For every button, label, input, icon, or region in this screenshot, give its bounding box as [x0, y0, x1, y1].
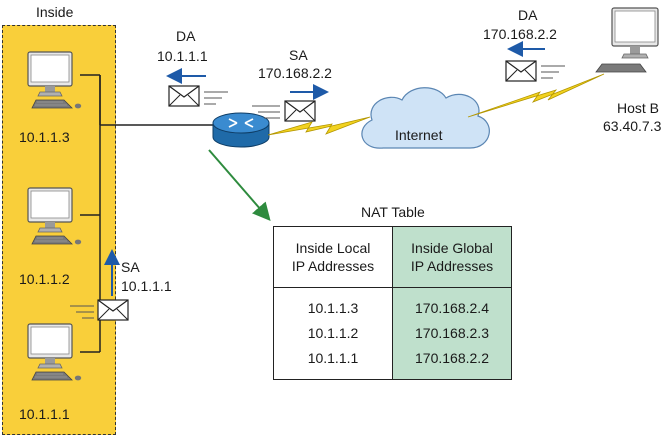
- remote-da-label: DA: [518, 7, 538, 23]
- router-icon: [212, 112, 270, 148]
- desktop-computer-icon: [27, 323, 82, 381]
- host-ip-label: 10.1.1.2: [19, 271, 70, 287]
- remote-da-value: 170.168.2.2: [483, 26, 557, 42]
- inside-global-cell: 170.168.2.2: [392, 346, 512, 380]
- host-ip-label: 10.1.1.3: [19, 129, 70, 145]
- motion-lines: [252, 105, 280, 119]
- envelope-icon: [97, 299, 129, 321]
- col-inside-local-header: Inside Local IP Addresses: [273, 226, 393, 288]
- inside-global-cell: 170.168.2.3: [392, 321, 512, 346]
- envelope-icon: [168, 85, 200, 107]
- inside-global-cell: 170.168.2.4: [392, 287, 512, 321]
- inside-title: Inside: [36, 4, 74, 20]
- nat-lookup-arrow: [208, 149, 271, 222]
- col-inside-global-header: Inside Global IP Addresses: [392, 226, 512, 288]
- motion-lines: [204, 91, 228, 105]
- host-b-name: Host B: [617, 100, 660, 116]
- packet-da-label: DA: [176, 28, 196, 44]
- desktop-computer-icon: [595, 7, 659, 73]
- motion-lines: [70, 305, 94, 319]
- table-row: 10.1.1.1 170.168.2.2: [273, 346, 512, 380]
- host-b-ip: 63.40.7.3: [603, 118, 662, 134]
- inside-local-cell: 10.1.1.1: [273, 346, 393, 380]
- host-ip-label: 10.1.1.1: [19, 406, 70, 422]
- desktop-computer-icon: [27, 187, 82, 245]
- motion-lines: [541, 65, 565, 79]
- table-row: 10.1.1.2 170.168.2.3: [273, 321, 512, 346]
- internet-label: Internet: [395, 127, 443, 143]
- envelope-icon: [284, 100, 316, 122]
- lightning-link-icon: [467, 73, 605, 118]
- nat-table-title: NAT Table: [361, 204, 425, 220]
- inside-local-cell: 10.1.1.2: [273, 321, 393, 346]
- lightning-link-icon: [267, 116, 371, 136]
- nat-table: Inside Local IP Addresses Inside Global …: [273, 226, 512, 380]
- packet-da-value: 10.1.1.1: [157, 48, 208, 64]
- wan-sa-value: 170.168.2.2: [258, 65, 332, 81]
- desktop-computer-icon: [27, 51, 82, 109]
- packet-sa-label: SA: [121, 259, 140, 275]
- wan-sa-label: SA: [289, 47, 308, 63]
- inside-local-cell: 10.1.1.3: [273, 287, 393, 321]
- packet-sa-value: 10.1.1.1: [121, 278, 172, 294]
- envelope-icon: [505, 60, 537, 82]
- cloud-icon: [361, 87, 490, 149]
- table-row: 10.1.1.3 170.168.2.4: [273, 287, 512, 321]
- nat-header-row: Inside Local IP Addresses Inside Global …: [273, 226, 512, 288]
